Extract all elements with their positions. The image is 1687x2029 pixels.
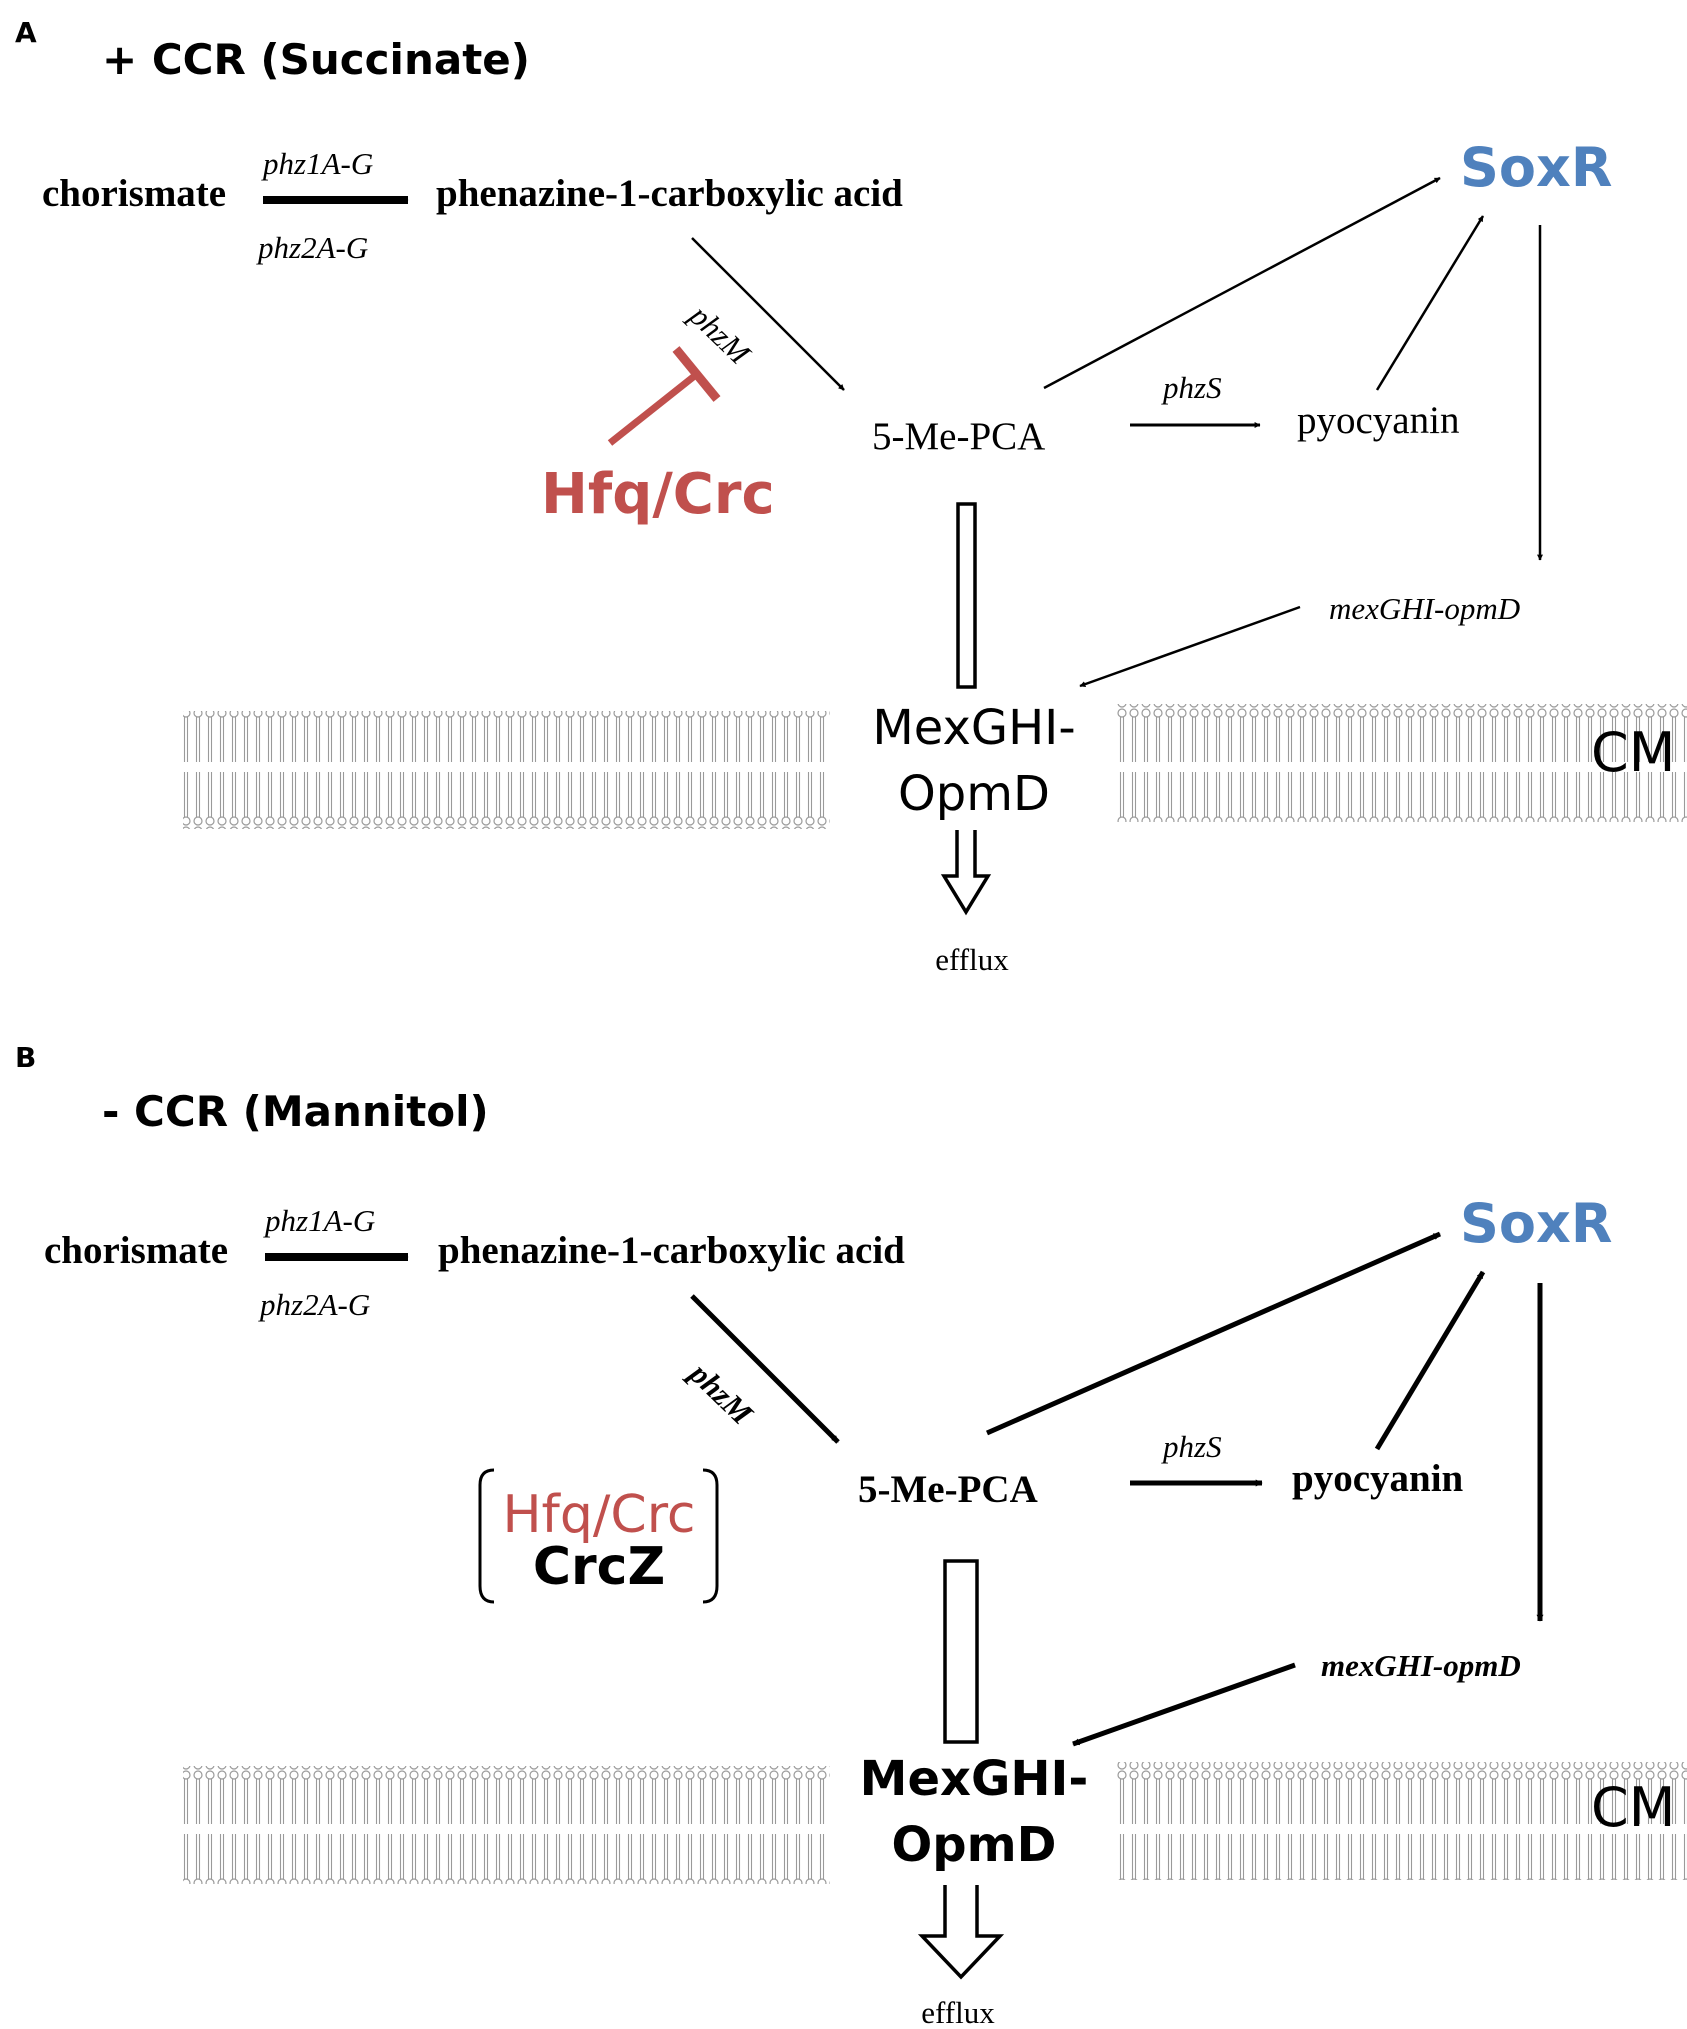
arrow-mex-gene-to-pump: [1079, 605, 1301, 688]
node-pca: phenazine-1-carboxylic acid: [436, 172, 903, 215]
node-soxr: SoxR: [1460, 136, 1612, 199]
transport-shaft-in: [956, 502, 977, 689]
node-efflux: efflux: [921, 1995, 995, 2029]
gene-phzS: phzS: [1161, 370, 1222, 405]
arrow-pyocyanin-to-soxr: [1375, 215, 1485, 391]
bracket-left: [478, 1468, 495, 1604]
arrow-5mepca-to-soxr: [985, 1231, 1442, 1436]
panel-a: A + CCR (Succinate) chorismate phz1A-G p…: [15, 16, 1687, 977]
transport-shaft-in: [943, 1559, 979, 1744]
pump-mexghi: MexGHI-: [860, 1751, 1089, 1807]
gene-phzM: phzM: [681, 1354, 761, 1433]
panel-a-letter: A: [15, 16, 37, 49]
arrow-5mepca-to-soxr: [1043, 176, 1441, 390]
arrow-pca-to-5mepca: [691, 237, 845, 391]
membrane-right: [1117, 1762, 1687, 1880]
pump-opmd: OpmD: [891, 1817, 1056, 1873]
gene-phz2: phz2A-G: [258, 1287, 370, 1322]
arrow-pca-to-5mepca: [690, 1294, 840, 1444]
node-pca: phenazine-1-carboxylic acid: [438, 1229, 905, 1272]
gene-phzM: phzM: [682, 296, 759, 372]
arrow-pyocyanin-to-soxr: [1374, 1270, 1486, 1451]
node-5-me-pca: 5-Me-PCA: [872, 415, 1045, 458]
panel-b-condition: - CCR (Mannitol): [102, 1087, 489, 1136]
panel-b: B - CCR (Mannitol) chorismate phz1A-G ph…: [15, 1041, 1687, 2029]
node-efflux: efflux: [935, 942, 1009, 977]
node-chorismate: chorismate: [42, 172, 226, 215]
membrane-right: [1117, 704, 1687, 822]
panel-a-condition: + CCR (Succinate): [102, 35, 530, 84]
node-chorismate: chorismate: [44, 1229, 228, 1272]
gene-phz1: phz1A-G: [261, 146, 373, 181]
membrane-left: [183, 1766, 830, 1884]
node-5-me-pca: 5-Me-PCA: [858, 1468, 1038, 1511]
arrow-mex-gene-to-pump: [1072, 1662, 1296, 1747]
pump-opmd: OpmD: [898, 766, 1050, 822]
pump-mexghi: MexGHI-: [872, 700, 1075, 756]
efflux-arrow: [917, 1885, 1005, 1980]
gene-phz1: phz1A-G: [263, 1203, 375, 1238]
membrane-label-cm: CM: [1591, 1776, 1675, 1839]
gene-mexGHI-opmD: mexGHI-opmD: [1321, 1648, 1521, 1683]
efflux-arrow: [940, 830, 992, 916]
node-pyocyanin: pyocyanin: [1297, 399, 1459, 442]
node-pyocyanin: pyocyanin: [1292, 1457, 1464, 1500]
node-soxr: SoxR: [1460, 1192, 1612, 1255]
membrane-left: [183, 711, 830, 829]
gene-mexGHI-opmD: mexGHI-opmD: [1329, 591, 1520, 626]
srna-crcz: CrcZ: [533, 1537, 665, 1597]
panel-b-letter: B: [15, 1041, 36, 1074]
repressor-hfq-crc: Hfq/Crc: [502, 1485, 695, 1545]
repressor-hfq-crc: Hfq/Crc: [541, 462, 775, 527]
bracket-right: [702, 1468, 719, 1604]
membrane-label-cm: CM: [1591, 721, 1675, 784]
inhibition-line: [607, 371, 700, 446]
gene-phz2: phz2A-G: [256, 230, 368, 265]
inhibition-bar: [672, 346, 721, 402]
gene-phzS: phzS: [1161, 1429, 1222, 1464]
